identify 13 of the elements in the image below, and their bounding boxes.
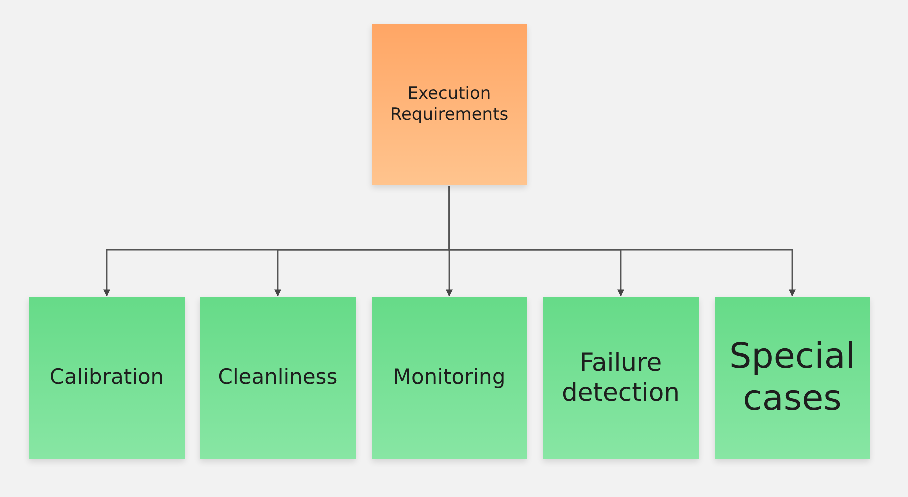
node-label: Cleanliness (218, 365, 338, 391)
sticky-note (372, 297, 527, 459)
sticky-note (200, 297, 356, 459)
sticky-note (543, 297, 699, 459)
sticky-note (715, 297, 870, 459)
node-label: Monitoring (393, 365, 506, 391)
sticky-note (372, 24, 527, 185)
node-label: Calibration (50, 365, 164, 391)
connector-arrow (448, 186, 796, 297)
node-label: Special cases (728, 336, 857, 420)
node-label: Failure detection (560, 348, 682, 408)
node-label: Execution Requirements (389, 84, 510, 125)
sticky-note (29, 297, 185, 459)
